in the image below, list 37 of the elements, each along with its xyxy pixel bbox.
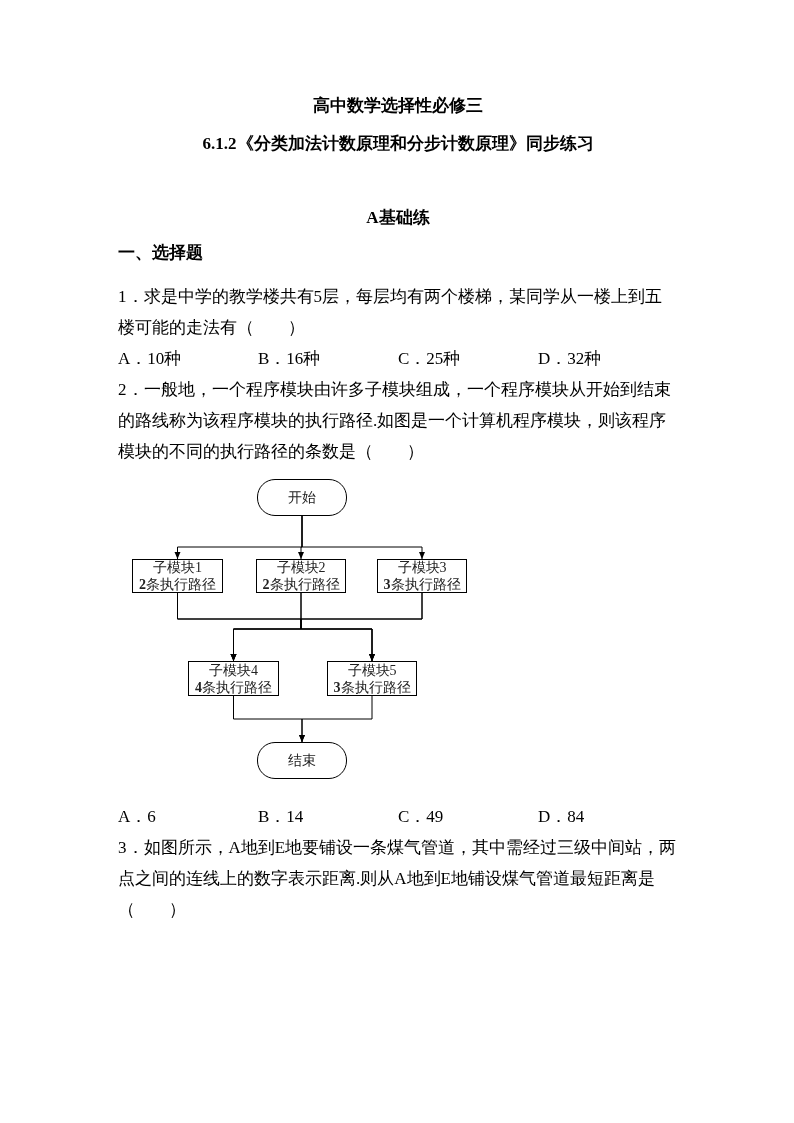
question-text: 2．一般地，一个程序模块由许多子模块组成，一个程序模块从开始到结束的路线称为该程序模块的执行路径.如图是一个计算机程序模块，则该程序模块的不同的执行路径的条数是（ ） — [118, 380, 671, 461]
answer-option: C．25种 — [398, 349, 461, 368]
answer-option: C．49 — [398, 807, 444, 826]
subtitle: 6.1.2《分类加法计数原理和分步计数原理》同步练习 — [202, 134, 594, 153]
question-text: 1．求是中学的教学楼共有5层，每层均有两个楼梯，某同学从一楼上到五楼可能的走法有（ ） — [118, 287, 662, 337]
answer-option: B．14 — [258, 807, 304, 826]
question-text: 3．如图所示，A地到E地要铺设一条煤气管道，其中需经过三级中间站，两点之间的连线上的数字表示距离.则从A地到E地铺设煤气管道最短距离是（ ） — [118, 838, 677, 919]
answer-option: D．32种 — [538, 349, 602, 368]
answer-option: D．84 — [538, 807, 585, 826]
node-text: 3条执行路径 — [383, 576, 461, 593]
flow-arrow — [300, 592, 423, 662]
node-text: 2条执行路径 — [262, 576, 340, 593]
node-title: 子模块1 — [153, 559, 202, 576]
flow-arrow — [299, 695, 373, 743]
process-box — [327, 661, 417, 696]
answer-option: A．10种 — [118, 349, 182, 368]
section-heading: A基础练 — [366, 208, 430, 227]
process-box — [256, 559, 346, 593]
node-title: 子模块5 — [347, 661, 397, 679]
node-title: 子模块2 — [276, 559, 326, 576]
node-text: 4条执行路径 — [195, 678, 272, 696]
process-box — [188, 661, 279, 696]
node-title: 开始 — [288, 489, 316, 506]
terminal-box — [257, 479, 347, 516]
page-title: 高中数学选择性必修三 — [313, 96, 483, 115]
process-box — [132, 559, 223, 593]
section-heading: 一、选择题 — [118, 243, 203, 262]
terminal-box — [257, 742, 347, 779]
answer-option: A．6 — [118, 807, 156, 826]
flow-arrow — [301, 515, 425, 560]
node-title: 子模块4 — [209, 661, 258, 679]
node-title: 结束 — [288, 752, 316, 769]
node-title: 子模块3 — [397, 559, 447, 576]
process-box — [377, 559, 467, 593]
node-text: 2条执行路径 — [139, 576, 216, 593]
node-text: 3条执行路径 — [333, 678, 411, 696]
answer-option: B．16种 — [258, 349, 321, 368]
